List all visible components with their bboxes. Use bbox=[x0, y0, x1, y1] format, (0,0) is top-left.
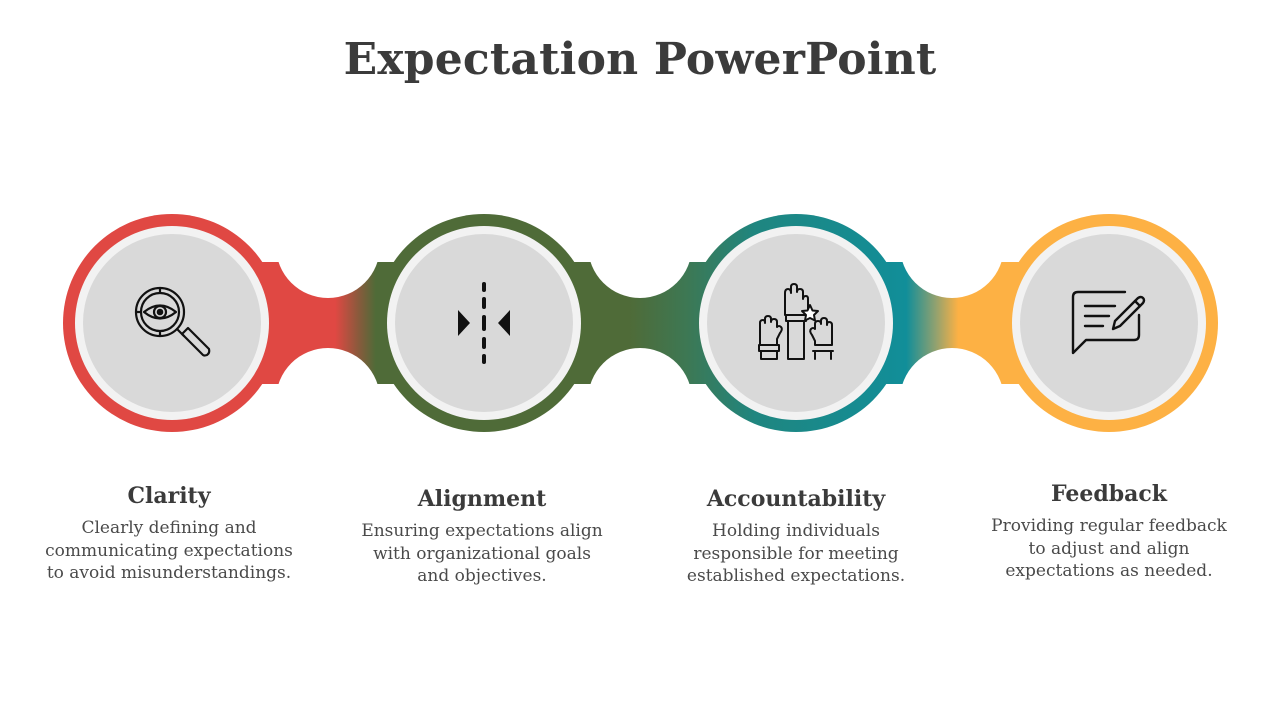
step-heading: Clarity bbox=[127, 483, 211, 509]
align-center-icon bbox=[458, 282, 510, 364]
raised-hands-icon bbox=[758, 283, 834, 360]
step-caption-1: Clarity Clearly defining and communicati… bbox=[19, 483, 319, 585]
connector-1-2 bbox=[240, 262, 416, 384]
step-disk-4 bbox=[1020, 234, 1198, 412]
step-heading: Alignment bbox=[417, 486, 547, 512]
step-heading: Accountability bbox=[706, 486, 886, 512]
feedback-message-icon bbox=[1071, 290, 1146, 355]
slide-title: Expectation PowerPoint bbox=[343, 34, 937, 85]
step-description: Clearly defining and communicating expec… bbox=[45, 518, 293, 583]
step-heading: Feedback bbox=[1050, 481, 1168, 507]
step-description: Holding individuals responsible for meet… bbox=[686, 521, 906, 586]
connector-2-3 bbox=[552, 262, 728, 384]
step-caption-3: Accountability Holding individuals respo… bbox=[646, 486, 946, 588]
step-caption-4: Feedback Providing regular feedback to a… bbox=[959, 481, 1259, 583]
step-caption-2: Alignment Ensuring expectations align wi… bbox=[332, 486, 632, 588]
step-description: Providing regular feedback to adjust and… bbox=[991, 516, 1227, 581]
connector-3-4 bbox=[864, 262, 1040, 384]
eye-magnifier-icon bbox=[134, 286, 211, 357]
step-description: Ensuring expectations align with organiz… bbox=[361, 521, 603, 586]
step-disk-1 bbox=[83, 234, 261, 412]
step-disk-3 bbox=[707, 234, 885, 412]
